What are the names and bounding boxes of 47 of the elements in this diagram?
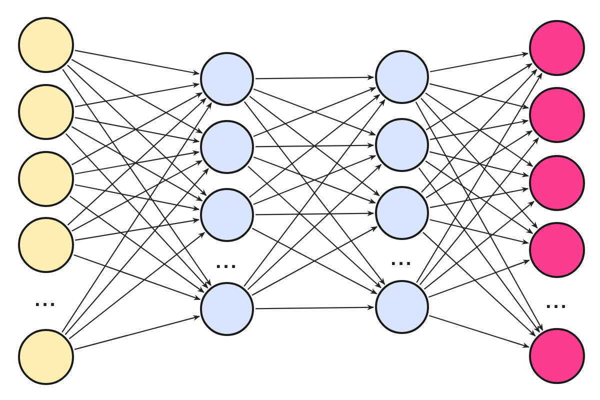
arrow [429, 315, 530, 348]
arrow [419, 137, 539, 286]
arrow [415, 102, 544, 331]
arrow [62, 69, 212, 286]
arrow [430, 52, 529, 72]
arrow [425, 92, 534, 167]
arrow [256, 74, 374, 80]
arrow [420, 98, 538, 229]
arrow [74, 315, 200, 350]
arrow [74, 150, 200, 174]
arrow [71, 126, 203, 202]
arrow [67, 98, 206, 226]
arrow [418, 168, 540, 333]
ellipsis-label: ... [216, 252, 238, 272]
arrow [256, 304, 374, 310]
arrow [74, 254, 201, 300]
arrow [430, 83, 530, 110]
arrow [70, 196, 204, 293]
arrow [426, 63, 533, 130]
arrow [430, 151, 530, 178]
arrow [74, 50, 200, 76]
arrow [75, 218, 200, 241]
arrow [67, 64, 207, 196]
arrow [74, 184, 200, 211]
arrow [430, 119, 529, 140]
arrow [64, 168, 209, 336]
ellipsis-label: ... [546, 292, 568, 312]
arrow [422, 232, 536, 336]
arrow [68, 232, 206, 340]
arrow [430, 187, 529, 208]
arrow [74, 117, 200, 144]
arrow [71, 59, 203, 134]
arrow [74, 82, 200, 108]
arrow [72, 92, 203, 166]
arrow [426, 130, 533, 198]
arrow [256, 210, 374, 216]
arrow [66, 133, 208, 289]
arrow [425, 160, 534, 234]
ellipsis-label: ... [390, 249, 414, 269]
arrow [421, 69, 538, 193]
arrow [256, 142, 374, 148]
arrow [424, 201, 534, 290]
arrow [428, 260, 530, 298]
arrow [416, 72, 542, 283]
ellipsis-label: ... [34, 290, 58, 310]
arrow [62, 102, 212, 333]
arrow [430, 219, 529, 244]
